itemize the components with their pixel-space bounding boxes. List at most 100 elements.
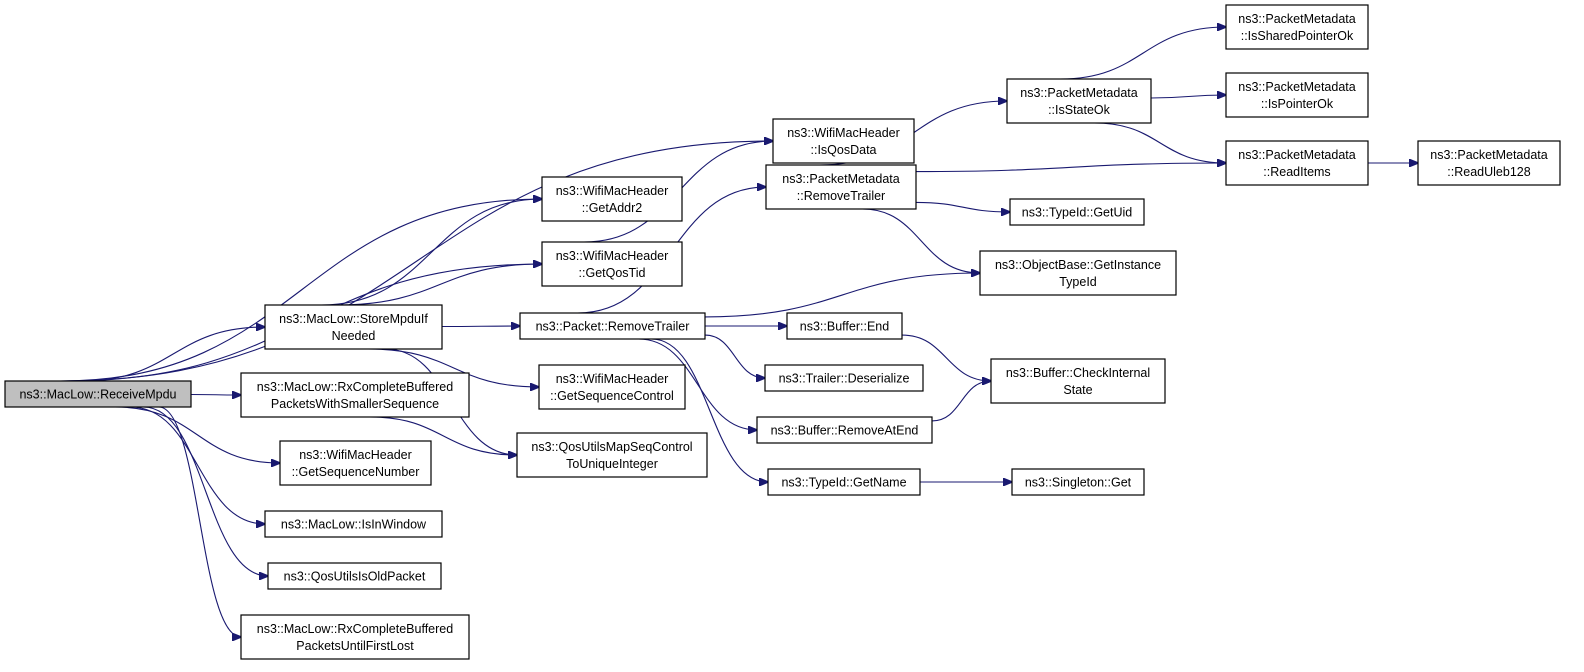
node-get-sequence-control[interactable]: ns3::WifiMacHeader::GetSequenceControl: [538, 364, 686, 410]
node-box: [541, 176, 683, 222]
edge-store_mpdu_if_needed-to-get_addr2: [321, 199, 543, 306]
node-box: [990, 358, 1166, 404]
node-rx-complete-until-first-lost[interactable]: ns3::MacLow::RxCompleteBufferedPacketsUn…: [240, 614, 470, 660]
node-label-line: ns3::Buffer::End: [800, 320, 889, 334]
node-label-line: Needed: [332, 329, 376, 343]
node-label-line: State: [1063, 383, 1092, 397]
edge-receive_mpdu-to-rx_complete_smaller_seq: [190, 395, 241, 396]
node-typeid-get-uid[interactable]: ns3::TypeId::GetUid: [1009, 198, 1145, 226]
node-box: [979, 250, 1177, 296]
node-singleton-get[interactable]: ns3::Singleton::Get: [1011, 468, 1145, 496]
edge-receive_mpdu-to-store_mpdu_if_needed: [81, 327, 265, 382]
node-label-line: ::IsStateOk: [1048, 103, 1111, 117]
node-label-line: ns3::Singleton::Get: [1025, 476, 1132, 490]
node-label-line: ns3::MacLow::ReceiveMpdu: [19, 388, 176, 402]
node-get-addr2[interactable]: ns3::WifiMacHeader::GetAddr2: [541, 176, 683, 222]
node-label-line: ::ReadItems: [1263, 165, 1330, 179]
node-box: [240, 372, 470, 418]
node-box: [279, 440, 432, 486]
node-box: [541, 241, 683, 287]
node-get-sequence-number[interactable]: ns3::WifiMacHeader::GetSequenceNumber: [279, 440, 432, 486]
node-label-line: ns3::PacketMetadata: [1430, 148, 1547, 162]
node-rx-complete-smaller-seq[interactable]: ns3::MacLow::RxCompleteBufferedPacketsWi…: [240, 372, 470, 418]
node-pm-is-state-ok[interactable]: ns3::PacketMetadata::IsStateOk: [1006, 78, 1152, 124]
edges-layer: [60, 27, 1418, 637]
node-label-line: ToUniqueInteger: [566, 457, 658, 471]
node-label-line: ns3::PacketMetadata: [782, 172, 899, 186]
node-box: [786, 312, 903, 340]
node-trailer-deserialize[interactable]: ns3::Trailer::Deserialize: [764, 364, 924, 392]
node-label-line: ::ReadUleb128: [1447, 165, 1530, 179]
node-label-line: ns3::WifiMacHeader: [556, 372, 669, 386]
node-qos-utils-is-old-packet[interactable]: ns3::QosUtilsIsOldPacket: [267, 562, 442, 590]
node-pm-is-pointer-ok[interactable]: ns3::PacketMetadata::IsPointerOk: [1225, 72, 1369, 118]
node-label-line: ns3::Buffer::CheckInternal: [1006, 366, 1150, 380]
node-box: [1009, 198, 1145, 226]
node-packet-remove-trailer[interactable]: ns3::Packet::RemoveTrailer: [519, 312, 706, 340]
edge-buffer_end-to-buffer_check_internal_state: [901, 334, 991, 381]
edge-receive_mpdu-to-rx_complete_until_first_lost: [158, 406, 241, 637]
node-receive-mpdu[interactable]: ns3::MacLow::ReceiveMpdu: [4, 380, 192, 408]
node-label-line: ns3::WifiMacHeader: [556, 184, 669, 198]
node-label-line: ::GetSequenceControl: [550, 389, 674, 403]
node-box: [1225, 72, 1369, 118]
node-pm-read-items[interactable]: ns3::PacketMetadata::ReadItems: [1225, 140, 1369, 186]
node-box: [267, 562, 442, 590]
node-box: [756, 416, 933, 444]
node-pm-remove-trailer[interactable]: ns3::PacketMetadata::RemoveTrailer: [765, 164, 917, 210]
edge-rx_complete_smaller_seq-to-qos_utils_map_seq: [369, 416, 517, 455]
node-box: [1225, 4, 1369, 50]
node-box: [538, 364, 686, 410]
edge-buffer_remove_at_end-to-buffer_check_internal_state: [931, 381, 991, 422]
node-buffer-remove-at-end[interactable]: ns3::Buffer::RemoveAtEnd: [756, 416, 933, 444]
node-label-line: ::GetAddr2: [582, 201, 642, 215]
node-typeid-get-name[interactable]: ns3::TypeId::GetName: [767, 468, 921, 496]
node-pm-read-uleb128[interactable]: ns3::PacketMetadata::ReadUleb128: [1417, 140, 1561, 186]
node-label-line: ::RemoveTrailer: [797, 189, 885, 203]
node-label-line: ns3::QosUtilsMapSeqControl: [531, 440, 692, 454]
node-label-line: ::IsPointerOk: [1261, 97, 1334, 111]
node-qos-utils-map-seq[interactable]: ns3::QosUtilsMapSeqControlToUniqueIntege…: [516, 432, 708, 478]
node-label-line: ns3::MacLow::StoreMpduIf: [279, 312, 428, 326]
node-box: [519, 312, 706, 340]
edge-receive_mpdu-to-get_addr2: [60, 199, 542, 382]
node-label-line: PacketsUntilFirstLost: [296, 639, 414, 653]
node-label-line: ns3::WifiMacHeader: [787, 126, 900, 140]
node-box: [264, 304, 443, 350]
node-box: [1006, 78, 1152, 124]
node-buffer-end[interactable]: ns3::Buffer::End: [786, 312, 903, 340]
edge-store_mpdu_if_needed-to-get_sequence_control: [368, 348, 540, 387]
edge-store_mpdu_if_needed-to-get_qos_tid: [337, 264, 542, 306]
node-box: [1011, 468, 1145, 496]
node-get-qos-tid[interactable]: ns3::WifiMacHeader::GetQosTid: [541, 241, 683, 287]
node-label-line: ns3::PacketMetadata: [1238, 80, 1355, 94]
node-label-line: ::IsSharedPointerOk: [1241, 29, 1354, 43]
node-is-in-window[interactable]: ns3::MacLow::IsInWindow: [264, 510, 443, 538]
node-box: [240, 614, 470, 660]
nodes-layer: ns3::MacLow::ReceiveMpduns3::WifiMacHead…: [4, 4, 1561, 660]
node-is-qos-data[interactable]: ns3::WifiMacHeader::IsQosData: [772, 118, 915, 164]
edge-packet_remove_trailer-to-typeid_get_name: [651, 338, 769, 482]
node-label-line: PacketsWithSmallerSequence: [271, 397, 439, 411]
node-pm-is-shared-pointer-ok[interactable]: ns3::PacketMetadata::IsSharedPointerOk: [1225, 4, 1369, 50]
node-label-line: ns3::MacLow::RxCompleteBuffered: [257, 622, 453, 636]
node-label-line: ns3::TypeId::GetUid: [1022, 206, 1133, 220]
node-label-line: ns3::WifiMacHeader: [556, 249, 669, 263]
edge-pm_remove_trailer-to-pm_read_items: [915, 163, 1226, 173]
node-label-line: ns3::TypeId::GetName: [781, 476, 906, 490]
edge-receive_mpdu-to-is_in_window: [130, 406, 266, 524]
node-label-line: ns3::Packet::RemoveTrailer: [536, 320, 690, 334]
node-label-line: ::GetSequenceNumber: [292, 465, 420, 479]
edge-pm_remove_trailer-to-typeid_get_uid: [915, 201, 1010, 212]
edge-packet_remove_trailer-to-objectbase_get_instance_typeid: [704, 273, 980, 318]
node-box: [765, 164, 917, 210]
node-box: [1225, 140, 1369, 186]
node-box: [516, 432, 708, 478]
edge-pm_is_state_ok-to-pm_read_items: [1094, 122, 1227, 163]
edge-receive_mpdu-to-is_qos_data: [60, 141, 773, 382]
node-label-line: ns3::Trailer::Deserialize: [779, 372, 910, 386]
node-label-line: ns3::Buffer::RemoveAtEnd: [771, 424, 919, 438]
